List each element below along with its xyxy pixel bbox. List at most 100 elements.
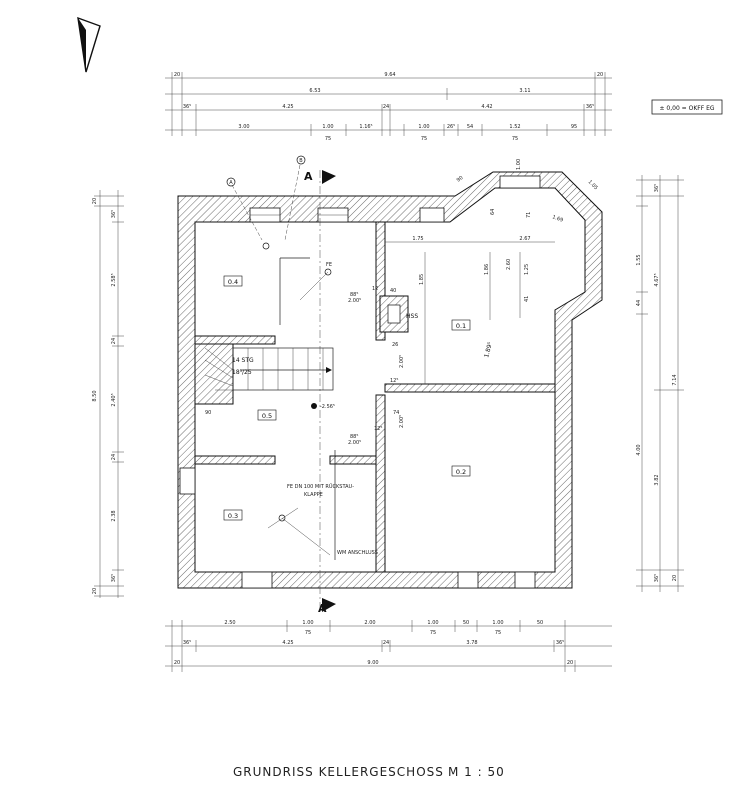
svg-text:2.38: 2.38 xyxy=(111,510,117,521)
svg-text:KLAPPE: KLAPPE xyxy=(304,492,323,498)
svg-text:4.42: 4.42 xyxy=(481,104,492,110)
svg-text:75: 75 xyxy=(421,136,427,142)
svg-text:2.40⁵: 2.40⁵ xyxy=(111,393,117,406)
room-label-0-5: 0.5 xyxy=(262,412,272,420)
svg-text:1.86: 1.86 xyxy=(484,264,490,275)
svg-text:9.00: 9.00 xyxy=(367,660,378,666)
svg-text:36⁵: 36⁵ xyxy=(654,574,660,582)
svg-text:1.00: 1.00 xyxy=(427,620,438,626)
svg-text:50: 50 xyxy=(463,620,469,626)
svg-text:26: 26 xyxy=(392,342,398,348)
svg-text:36⁵: 36⁵ xyxy=(586,104,594,110)
svg-text:2.58⁵: 2.58⁵ xyxy=(111,273,117,286)
staircase: 14 STG 18⁵/25 90 xyxy=(204,347,334,416)
svg-text:40: 40 xyxy=(390,288,396,294)
svg-text:20: 20 xyxy=(174,72,180,78)
svg-text:2.00⁵: 2.00⁵ xyxy=(348,298,361,304)
svg-text:B: B xyxy=(299,158,303,164)
svg-text:4.67⁵: 4.67⁵ xyxy=(654,273,660,286)
svg-text:FE DN 100 MIT RÜCKSTAU-: FE DN 100 MIT RÜCKSTAU- xyxy=(287,483,354,490)
svg-text:1.75: 1.75 xyxy=(412,236,423,242)
svg-text:88⁵: 88⁵ xyxy=(350,292,358,298)
svg-text:4.25: 4.25 xyxy=(282,104,293,110)
svg-text:1.16⁵: 1.16⁵ xyxy=(359,124,372,130)
svg-text:1.00: 1.00 xyxy=(418,124,429,130)
svg-text:4.00: 4.00 xyxy=(636,444,642,455)
svg-text:1.69: 1.69 xyxy=(551,214,564,223)
svg-text:3.11: 3.11 xyxy=(519,88,530,94)
level-tag: ± 0,00 = OKFF EG xyxy=(651,99,723,115)
svg-text:4.25: 4.25 xyxy=(282,640,293,646)
windows xyxy=(179,175,541,589)
svg-text:WM ANSCHLUSS: WM ANSCHLUSS xyxy=(337,550,378,556)
svg-text:41: 41 xyxy=(524,296,530,302)
exterior-walls xyxy=(177,171,603,589)
svg-text:74: 74 xyxy=(393,410,399,416)
svg-text:64: 64 xyxy=(490,209,496,215)
drawing-title: GRUNDRISS KELLERGESCHOSS xyxy=(233,765,444,779)
svg-text:20: 20 xyxy=(597,72,603,78)
svg-text:75: 75 xyxy=(430,630,436,636)
grid-axis-markers: A B xyxy=(226,155,306,250)
svg-text:1.89⁵: 1.89⁵ xyxy=(483,341,494,359)
svg-text:2.00⁵: 2.00⁵ xyxy=(399,355,405,368)
left-dimension-chains: 20 36⁵ 2.58⁵ 24 2.40⁵ 24 2.38 36⁵ 20 8.5… xyxy=(92,190,124,598)
svg-text:1.85: 1.85 xyxy=(419,274,425,285)
svg-text:HSS: HSS xyxy=(406,313,418,320)
interior-walls xyxy=(194,221,556,573)
svg-text:6.53: 6.53 xyxy=(309,88,320,94)
svg-text:1.25: 1.25 xyxy=(524,264,530,275)
top-dimension-chains: 20 9.64 20 6.53 3.11 36⁵ 4.25 24 4.42 36… xyxy=(165,72,612,142)
svg-text:A: A xyxy=(318,602,327,615)
svg-text:44: 44 xyxy=(636,300,642,306)
svg-text:20: 20 xyxy=(672,575,678,581)
svg-text:2.50: 2.50 xyxy=(224,620,235,626)
svg-text:24: 24 xyxy=(383,640,389,646)
svg-text:26⁵: 26⁵ xyxy=(447,124,455,130)
svg-text:54: 54 xyxy=(467,124,473,130)
svg-text:20: 20 xyxy=(92,588,98,594)
svg-text:3.82: 3.82 xyxy=(654,474,660,485)
svg-text:12: 12 xyxy=(372,286,378,292)
svg-text:90: 90 xyxy=(456,175,465,184)
svg-text:A: A xyxy=(229,180,233,186)
svg-text:20: 20 xyxy=(92,198,98,204)
svg-text:75: 75 xyxy=(512,136,518,142)
svg-text:7.14: 7.14 xyxy=(672,374,678,385)
svg-text:1.52: 1.52 xyxy=(509,124,520,130)
svg-text:1.00: 1.00 xyxy=(302,620,313,626)
svg-text:1.00: 1.00 xyxy=(516,159,522,170)
svg-text:24: 24 xyxy=(383,104,389,110)
svg-text:1.00: 1.00 xyxy=(492,620,503,626)
svg-text:24: 24 xyxy=(111,338,117,344)
interior-dimensions: 1.75 2.67 1.85 1.86 2.60 1.25 64 71 41 1… xyxy=(385,159,599,384)
svg-text:2.60: 2.60 xyxy=(506,259,512,270)
drawing-caption: GRUNDRISS KELLERGESCHOSS M 1 : 50 xyxy=(233,765,504,779)
svg-text:-2.56⁵: -2.56⁵ xyxy=(320,404,335,410)
svg-text:75: 75 xyxy=(325,136,331,142)
north-arrow-icon xyxy=(77,16,101,73)
svg-text:3.00: 3.00 xyxy=(238,124,249,130)
svg-text:± 0,00 = OKFF EG: ± 0,00 = OKFF EG xyxy=(659,105,714,112)
svg-text:A: A xyxy=(304,170,313,183)
room-labels: 0.4 0.1 0.5 0.2 0.3 xyxy=(223,275,471,521)
svg-text:14 STG: 14 STG xyxy=(232,357,254,364)
svg-text:12⁵: 12⁵ xyxy=(374,426,382,432)
svg-text:95: 95 xyxy=(571,124,577,130)
bottom-dimension-chains: 2.50 1.00 2.00 1.00 50 1.00 50 75 75 75 … xyxy=(165,620,612,672)
svg-text:8.50: 8.50 xyxy=(92,390,98,401)
svg-text:3.78: 3.78 xyxy=(466,640,477,646)
svg-text:90: 90 xyxy=(205,410,211,416)
svg-text:36⁵: 36⁵ xyxy=(183,104,191,110)
svg-text:2.00: 2.00 xyxy=(364,620,375,626)
room-label-0-4: 0.4 xyxy=(228,278,238,286)
svg-text:20: 20 xyxy=(567,660,573,666)
svg-text:36⁵: 36⁵ xyxy=(111,574,117,582)
room-label-0-1: 0.1 xyxy=(456,322,466,330)
svg-text:1.05: 1.05 xyxy=(587,179,599,191)
section-line: A A xyxy=(304,170,336,615)
svg-text:36⁵: 36⁵ xyxy=(556,640,564,646)
svg-text:36⁵: 36⁵ xyxy=(654,184,660,192)
svg-text:2.67: 2.67 xyxy=(519,236,530,242)
